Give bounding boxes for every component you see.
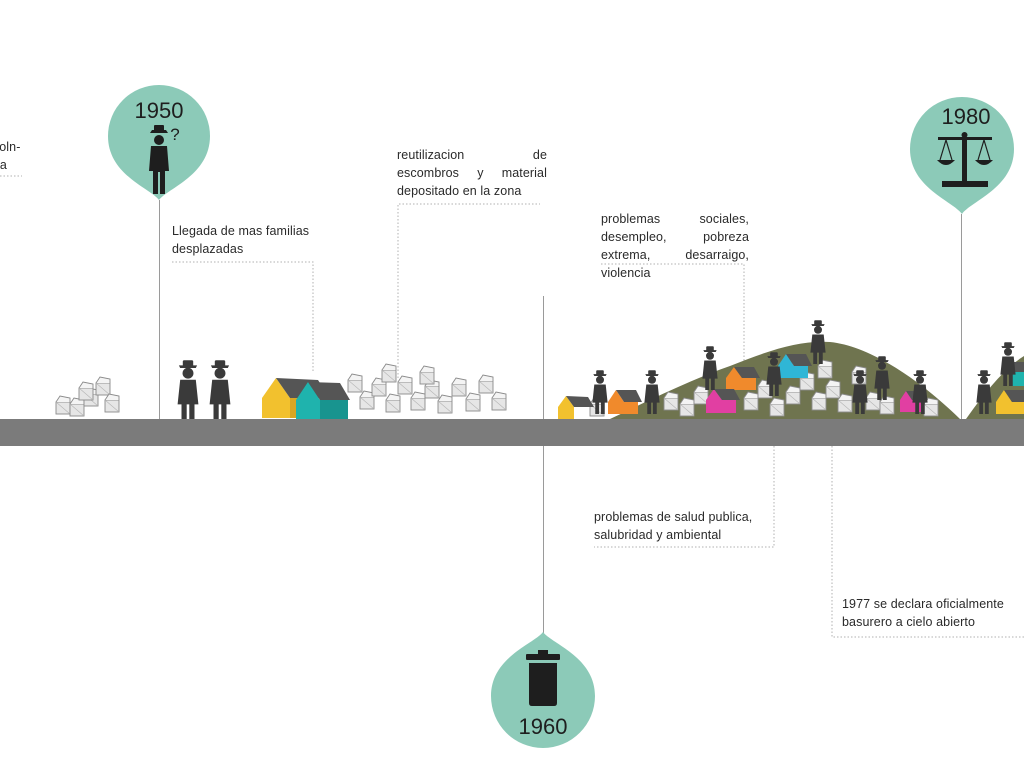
note-debris-reuse: reutilizacion de escombros y material de… [397,148,547,198]
scales-icon [937,132,993,187]
pin-1980-year: 1980 [942,104,991,129]
pin-1950-year: 1950 [135,98,184,123]
leader-lines [159,200,962,636]
house-cyan [778,354,812,378]
pin-1960-year: 1960 [519,714,568,739]
callout-guides [0,175,1024,638]
house-magenta-1 [706,389,740,413]
note-health-problems: problemas de salud publica, salubridad y… [594,510,753,542]
person-icon [149,125,169,194]
pin-1960: 1960 [491,632,595,748]
ground-bar [0,419,1024,446]
note-left-partial: violn- sta [0,140,21,172]
house-yellow-right [996,390,1024,414]
pin-1950: 1950 ? [108,85,210,200]
house-orange-1 [608,390,642,414]
house-orange-2 [726,367,760,390]
trash-can-icon [526,650,560,706]
pin-1980: 1980 [910,97,1014,214]
note-social-problems: problemas sociales, desempleo, pobreza e… [601,212,749,280]
note-1977-decree: 1977 se declara oficialmente basurero a … [842,597,1004,629]
pin-1950-question-mark: ? [170,125,179,144]
houses [262,354,1024,419]
house-yellow-small [558,396,594,419]
note-arrival-families: Llegada de mas familias desplazadas [172,224,310,256]
house-teal [296,382,350,419]
